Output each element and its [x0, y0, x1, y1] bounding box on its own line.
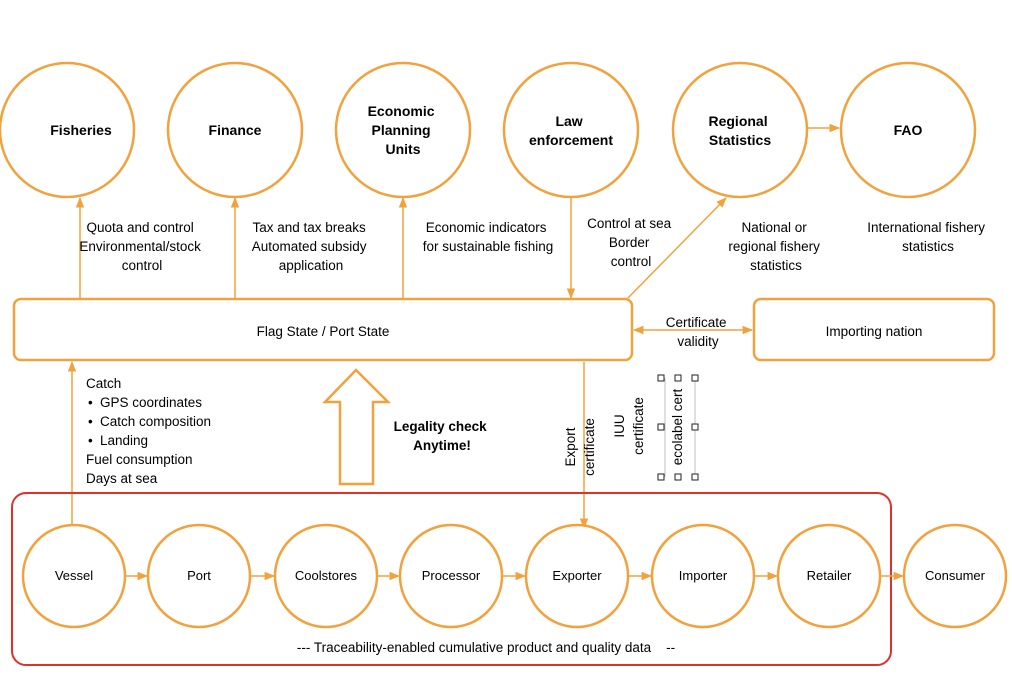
bullet-dot: • — [88, 395, 93, 410]
svg-text:certificate: certificate — [631, 397, 646, 455]
catch-info: Catch • GPS coordinates • Catch composit… — [86, 376, 211, 486]
flag-state-label: Flag State / Port State — [257, 324, 390, 339]
traceability-note: --- Traceability-enabled cumulative prod… — [297, 640, 675, 655]
node-regional-statistics: Regional Statistics — [671, 61, 809, 199]
chain-node-importer: Importer — [650, 523, 756, 629]
importing-nation-box: Importing nation — [752, 297, 996, 362]
chain-node-coolstores: Coolstores — [273, 523, 379, 629]
label-finance: Finance — [209, 122, 262, 138]
node-law-enforcement: Law enforcement — [502, 61, 640, 199]
catch-extra: Days at sea — [86, 471, 158, 486]
catch-bullet: Landing — [100, 433, 148, 448]
svg-text:IUU: IUU — [612, 414, 627, 437]
note-finance: Tax and tax breaks Automated subsidy app… — [252, 220, 371, 273]
certificate-validity-label: Certificate validity — [666, 315, 731, 349]
catch-extra: Fuel consumption — [86, 452, 193, 467]
iuu-certificate-label: IUU certificate — [612, 397, 646, 455]
label-economic-planning-units: Economic Planning Units — [368, 103, 439, 157]
flag-state-box: Flag State / Port State — [12, 297, 634, 362]
chain-label: Retailer — [807, 568, 852, 583]
chain-node-port: Port — [146, 523, 252, 629]
chain-node-consumer: Consumer — [902, 523, 1008, 629]
label-regional-statistics: Regional Statistics — [708, 113, 771, 148]
note-law: Control at sea Border control — [587, 216, 675, 269]
chain-label: Processor — [422, 568, 481, 583]
chain-label: Coolstores — [295, 568, 358, 583]
catch-heading: Catch — [86, 376, 121, 391]
chain-node-processor: Processor — [398, 523, 504, 629]
node-fisheries: Fisheries — [0, 61, 136, 199]
catch-bullet: Catch composition — [100, 414, 211, 429]
legality-check-label: Legality check Anytime! — [394, 419, 491, 453]
label-law-enforcement: Law enforcement — [529, 113, 613, 148]
arrow-to-regional — [627, 197, 727, 299]
chain-label: Importer — [679, 568, 728, 583]
legality-up-arrow — [322, 368, 392, 486]
note-fao: International fishery statistics — [867, 220, 989, 254]
consumer-label: Consumer — [925, 568, 986, 583]
export-certificate-label: Export certificate — [563, 418, 597, 476]
node-economic-planning-units: Economic Planning Units — [334, 61, 472, 199]
label-fao: FAO — [894, 122, 923, 138]
note-regional: National or regional fishery statistics — [728, 220, 823, 273]
label-fisheries: Fisheries — [50, 122, 112, 138]
ecolabel-cert-label: ecolabel cert — [670, 388, 685, 465]
ecolabel-selection-box — [657, 374, 699, 481]
node-finance: Finance — [166, 61, 304, 199]
svg-text:certificate: certificate — [582, 418, 597, 476]
chain-label: Port — [187, 568, 211, 583]
supply-chain-frame — [11, 492, 892, 666]
catch-bullet: GPS coordinates — [100, 395, 202, 410]
bullet-dot: • — [88, 433, 93, 448]
importing-nation-label: Importing nation — [826, 324, 923, 339]
chain-node-retailer: Retailer — [776, 523, 882, 629]
chain-node-vessel: Vessel — [21, 523, 127, 629]
bullet-dot: • — [88, 414, 93, 429]
node-fao: FAO — [839, 61, 977, 199]
chain-node-exporter: Exporter — [524, 523, 630, 629]
chain-label: Exporter — [552, 568, 602, 583]
note-fisheries: Quota and control Environmental/stock co… — [79, 220, 204, 273]
svg-text:Export: Export — [563, 427, 578, 466]
chain-label: Vessel — [55, 568, 93, 583]
note-economic: Economic indicators for sustainable fish… — [423, 220, 554, 254]
